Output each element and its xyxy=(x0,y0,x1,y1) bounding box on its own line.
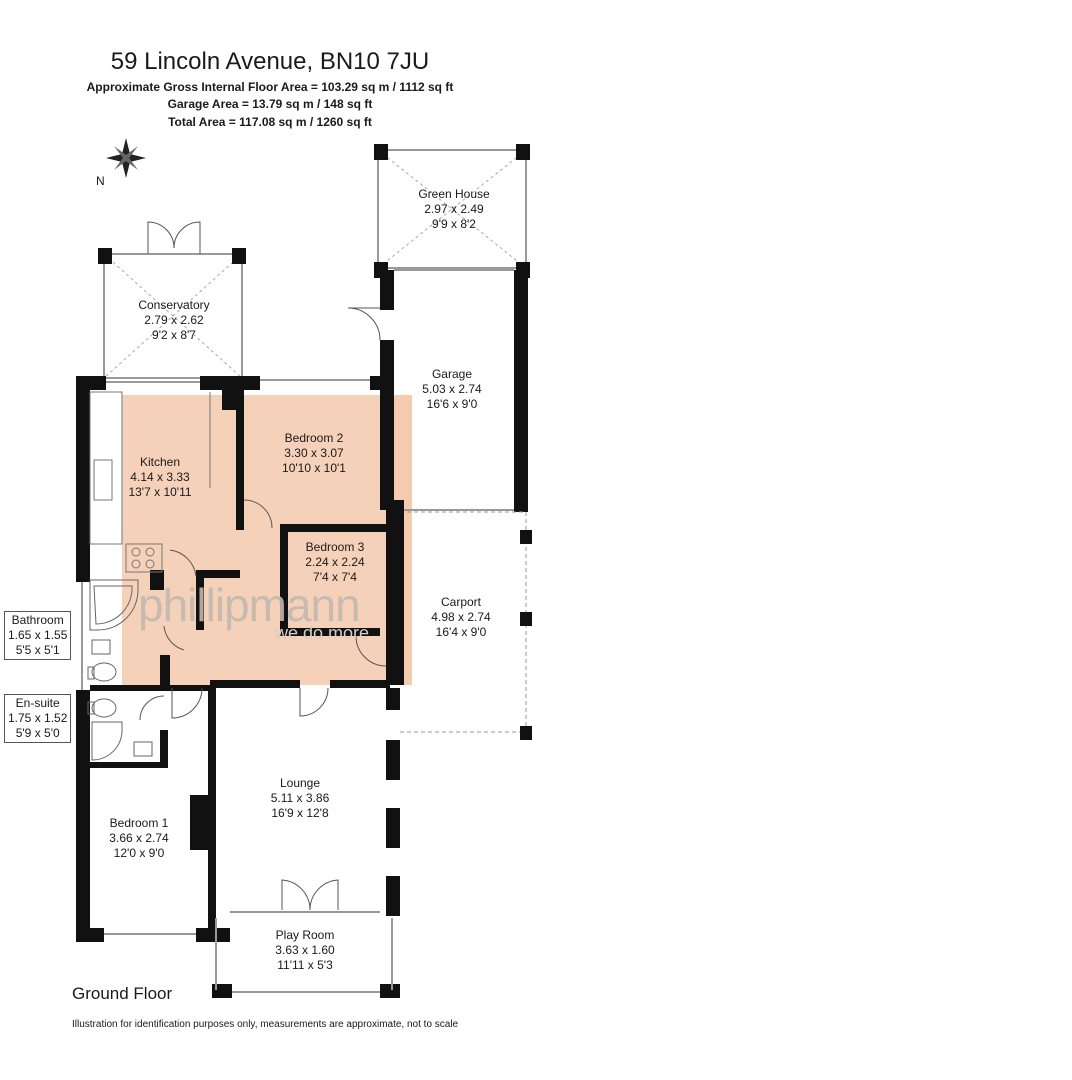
compass-icon xyxy=(106,138,146,178)
garage-area-text: Garage Area = 13.79 sq m / 148 sq ft xyxy=(167,97,373,111)
kitchen-fixtures xyxy=(89,391,211,573)
highlight-region xyxy=(122,395,412,685)
compass-north-label: N xyxy=(96,174,105,188)
window-lines xyxy=(81,269,514,993)
house-walls xyxy=(76,376,404,998)
disclaimer-text: Illustration for identification purposes… xyxy=(72,1019,459,1030)
gross-area-text: Approximate Gross Internal Floor Area = … xyxy=(86,80,454,94)
door-arcs xyxy=(139,499,387,911)
floor-name: Ground Floor xyxy=(72,984,173,1003)
conservatory-outline xyxy=(98,221,246,379)
garage-walls xyxy=(347,270,528,512)
watermark-brand: phillipmann xyxy=(138,579,361,631)
bathroom-fixtures xyxy=(87,579,153,761)
watermark-tagline: we do more xyxy=(275,623,370,643)
plan-title: 59 Lincoln Avenue, BN10 7JU xyxy=(110,48,430,75)
carport-outline xyxy=(400,511,532,740)
total-area-text: Total Area = 117.08 sq m / 1260 sq ft xyxy=(168,115,372,129)
